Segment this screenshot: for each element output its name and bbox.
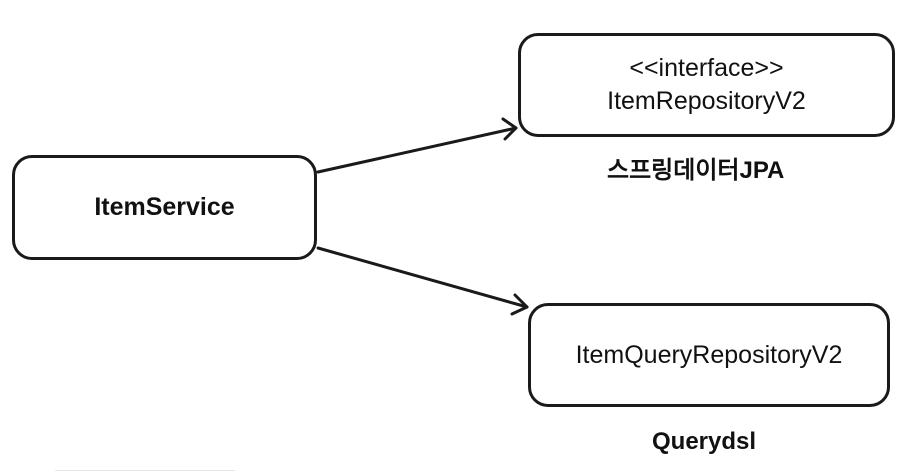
item-query-repository-label: ItemQueryRepositoryV2	[575, 340, 843, 369]
spring-data-jpa-caption: 스프링데이터JPA	[607, 157, 785, 184]
querydsl-caption: Querydsl	[652, 428, 757, 455]
item-service-label: ItemService	[94, 193, 235, 221]
bottom-divider	[55, 470, 235, 471]
arrow-service-to-repository	[316, 126, 518, 174]
arrow-head-query-repository	[510, 293, 529, 316]
arrow-service-to-query-repository	[316, 246, 529, 309]
item-service-box: ItemService	[12, 155, 317, 260]
interface-stereotype-label: <<interface>>	[629, 54, 784, 82]
item-repository-label: ItemRepositoryV2	[607, 87, 806, 115]
item-query-repository-box: ItemQueryRepositoryV2	[528, 303, 890, 407]
item-repository-box: <<interface>> ItemRepositoryV2	[518, 33, 895, 137]
arrow-head-repository	[501, 117, 518, 141]
